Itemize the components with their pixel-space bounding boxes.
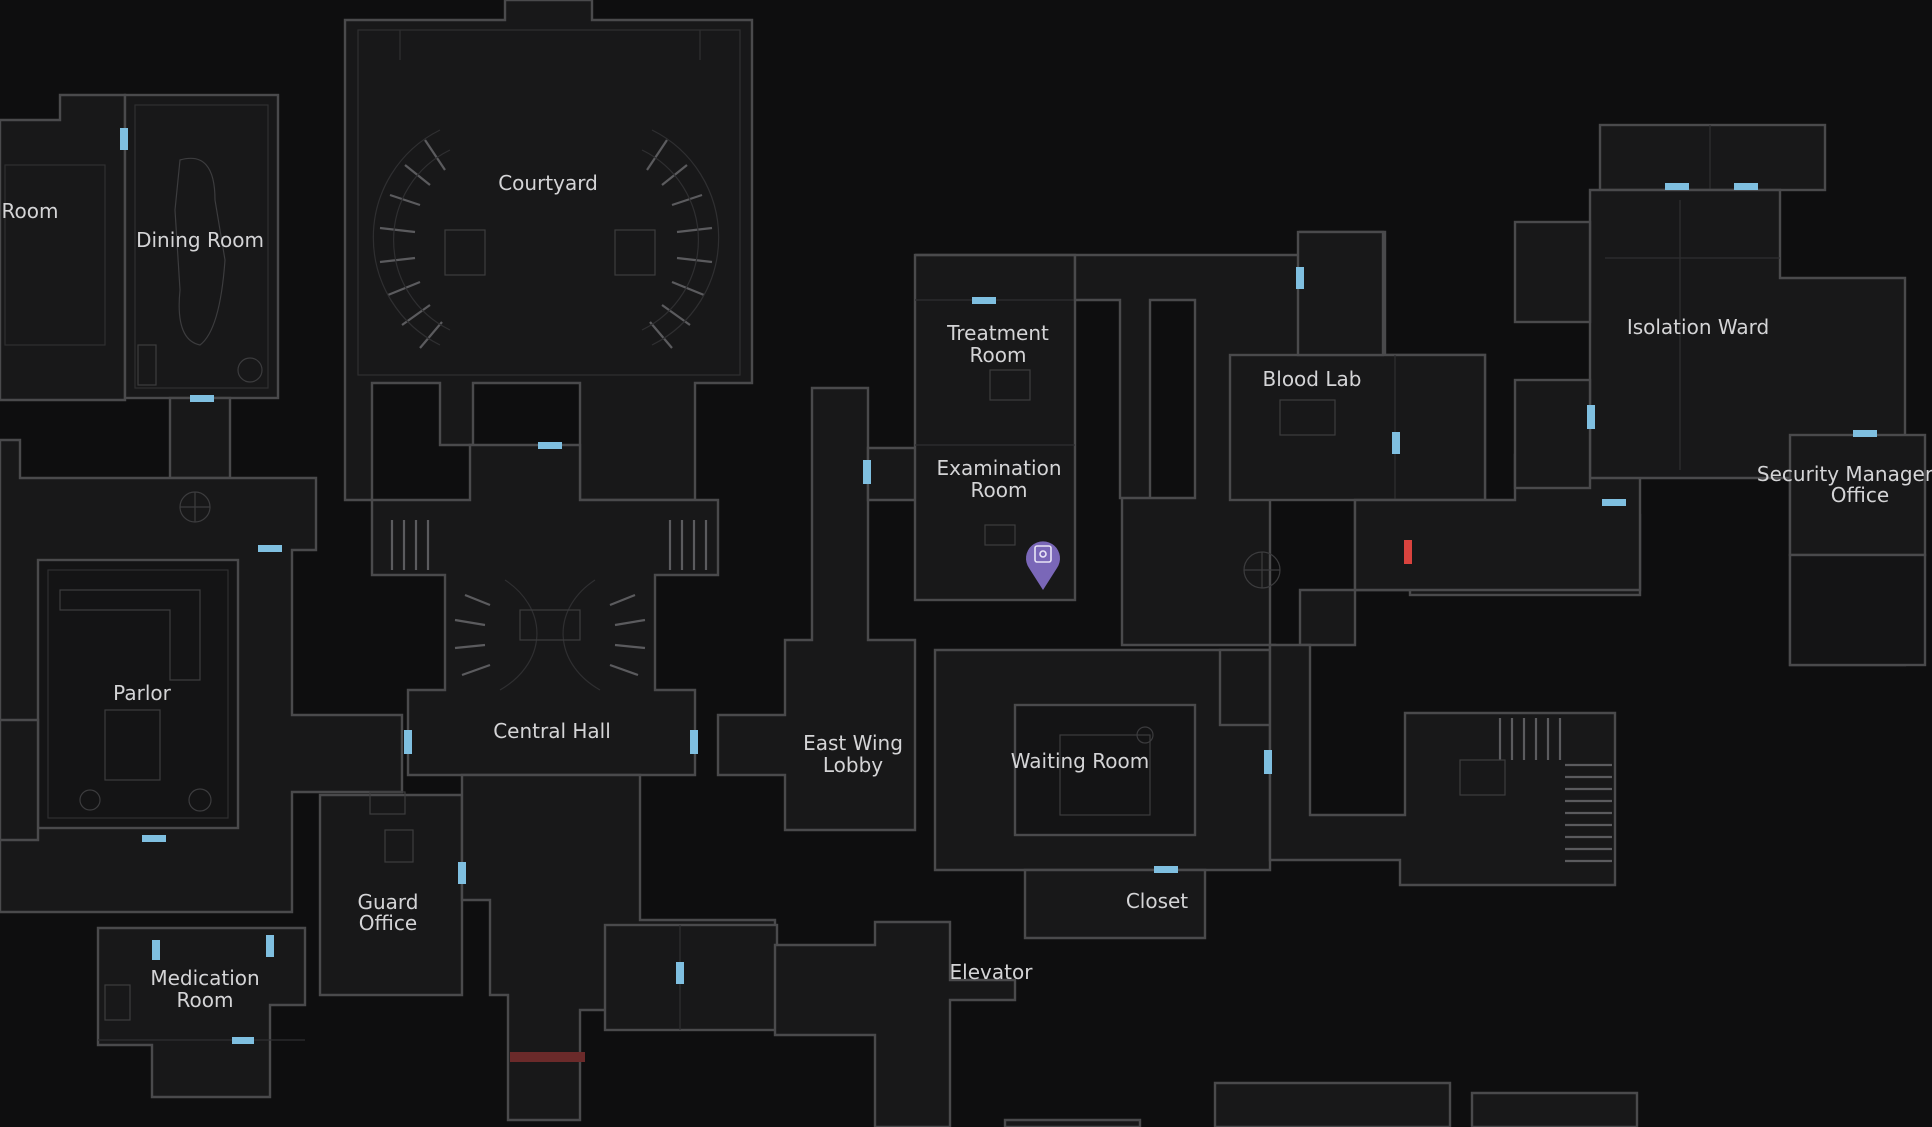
room-label-blood-lab[interactable]: Blood Lab — [1263, 367, 1362, 391]
door — [152, 940, 160, 960]
doors — [120, 128, 1877, 1044]
door — [1296, 267, 1304, 289]
room-label-dining-room[interactable]: Dining Room — [136, 228, 264, 252]
door — [1392, 432, 1400, 454]
room-label-security-manager-office-line1[interactable]: Security Manager — [1757, 462, 1932, 486]
room-label-treatment-room-line2[interactable]: Room — [970, 343, 1027, 367]
safe-marker[interactable] — [1026, 541, 1060, 590]
room-label-medication-room-line2[interactable]: Room — [177, 988, 234, 1012]
room-label-examination-room-line1[interactable]: Examination — [936, 456, 1061, 480]
door — [1853, 430, 1877, 437]
room-label-treatment-room-line1[interactable]: Treatment — [946, 321, 1049, 345]
door — [1264, 750, 1272, 774]
central-hall-curved-stairs — [454, 593, 646, 677]
central-block — [0, 0, 1017, 1127]
east-wing — [716, 123, 1927, 1127]
door — [142, 835, 166, 842]
safe-icon — [1034, 545, 1052, 563]
room-labels: Room Dining Room Courtyard Treatment Roo… — [2, 171, 1932, 1012]
room-label-central-hall[interactable]: Central Hall — [493, 719, 611, 743]
door — [1665, 183, 1689, 190]
room-label-closet[interactable]: Closet — [1126, 889, 1188, 913]
door — [690, 730, 698, 754]
room-label-east-wing-lobby-line2[interactable]: Lobby — [823, 753, 883, 777]
room-label-security-manager-office-line2[interactable]: Office — [1831, 483, 1889, 507]
courtyard-stairs-east — [646, 139, 713, 349]
room-label-guard-office-line1[interactable]: Guard — [358, 890, 419, 914]
west-wing — [0, 93, 404, 1099]
room-label-medication-room-line1[interactable]: Medication — [150, 966, 259, 990]
door — [676, 962, 684, 984]
door — [1602, 499, 1626, 506]
door — [863, 460, 871, 484]
room-label-room[interactable]: Room — [2, 199, 59, 223]
door — [190, 395, 214, 402]
room-label-examination-room-line2[interactable]: Room — [971, 478, 1028, 502]
room-label-isolation-ward[interactable]: Isolation Ward — [1627, 315, 1769, 339]
door — [404, 730, 412, 754]
door — [232, 1037, 254, 1044]
door — [1587, 405, 1595, 429]
room-label-east-wing-lobby-line1[interactable]: East Wing — [803, 731, 903, 755]
room-label-parlor[interactable]: Parlor — [113, 681, 171, 705]
central-hall-stairs-west — [390, 520, 430, 570]
southeast-stairs — [1498, 718, 1612, 863]
door — [258, 545, 282, 552]
room-label-waiting-room[interactable]: Waiting Room — [1011, 749, 1149, 773]
door — [538, 442, 562, 449]
door-locked — [1404, 540, 1412, 564]
door — [1154, 866, 1178, 873]
room-label-courtyard[interactable]: Courtyard — [498, 171, 598, 195]
door — [1734, 183, 1758, 190]
central-hall-stairs-east — [668, 520, 708, 570]
door — [120, 128, 128, 150]
door — [458, 862, 466, 884]
room-label-guard-office-line2[interactable]: Office — [359, 911, 417, 935]
door — [266, 935, 274, 957]
door — [972, 297, 996, 304]
room-label-elevator[interactable]: Elevator — [950, 960, 1034, 984]
